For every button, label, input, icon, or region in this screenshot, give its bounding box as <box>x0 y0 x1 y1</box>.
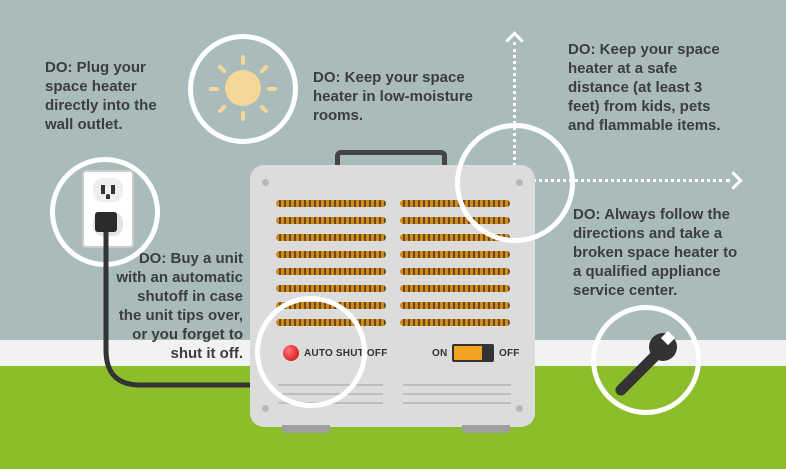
heater-foot-right <box>462 425 510 433</box>
power-switch-knob <box>454 346 482 360</box>
distance-arrow-vertical <box>513 42 516 196</box>
switch-on-label: ON <box>432 348 448 359</box>
tip-moisture: DO: Keep your space heater in low-moistu… <box>313 69 474 124</box>
tip-shutoff: DO: Buy a unit with an automatic shutoff… <box>116 250 243 362</box>
switch-off-label: OFF <box>499 348 520 359</box>
tip-directions: DO: Always follow the directions and tak… <box>573 206 738 299</box>
plug-icon <box>95 212 117 232</box>
auto-shutoff-circle <box>255 296 367 408</box>
heater-handle <box>335 150 447 168</box>
tip-distance: DO: Keep your space heater at a safe dis… <box>568 41 721 134</box>
sun-circle <box>188 34 298 144</box>
distance-arrow-horizontal <box>520 179 730 182</box>
heater-foot-left <box>282 425 330 433</box>
wrench-circle <box>591 305 701 415</box>
outlet-icon <box>82 170 134 248</box>
power-switch[interactable] <box>452 344 494 362</box>
distance-circle <box>455 123 575 243</box>
tip-plug: DO: Plug your space heater directly into… <box>45 59 157 133</box>
